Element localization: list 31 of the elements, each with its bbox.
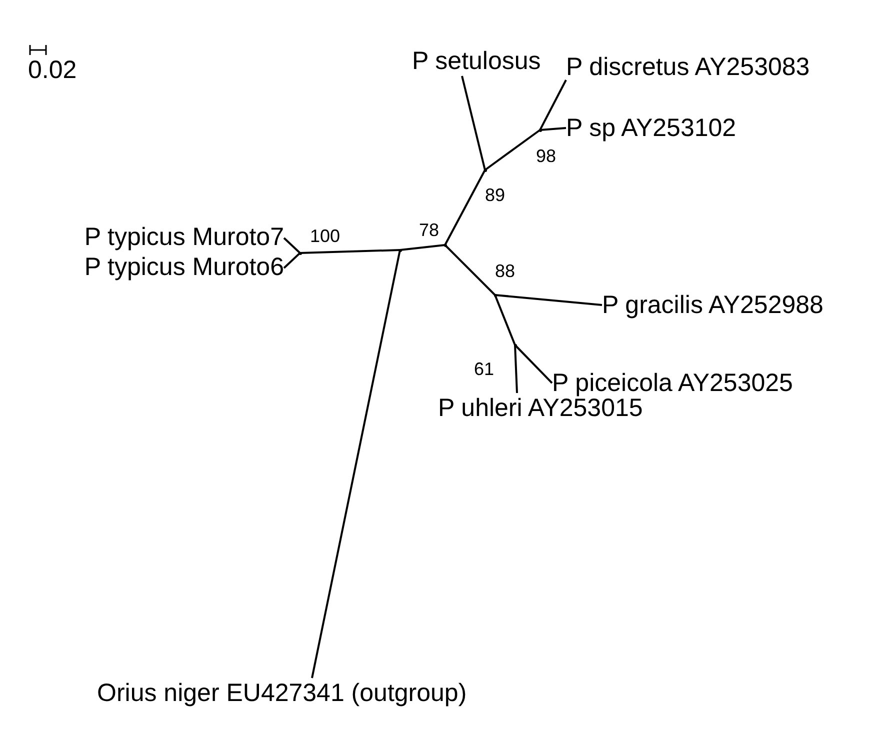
branch-line xyxy=(461,76,486,170)
taxon-label: P setulosus xyxy=(412,46,541,76)
branch-line xyxy=(539,80,567,130)
branch-line xyxy=(444,170,486,246)
branch-node xyxy=(538,128,542,132)
bootstrap-value: 89 xyxy=(484,185,506,205)
taxon-label: P typicus Muroto7 xyxy=(84,222,284,252)
bootstrap-value: 88 xyxy=(494,261,516,281)
branch-line xyxy=(400,244,446,251)
branch-line xyxy=(300,249,400,254)
taxon-label: P typicus Muroto6 xyxy=(84,252,284,282)
branch-line xyxy=(283,252,301,269)
branch-line xyxy=(283,237,301,254)
bootstrap-value: 61 xyxy=(474,359,494,379)
branch-line xyxy=(494,294,516,346)
branch-line xyxy=(540,127,566,131)
scale-label: 0.02 xyxy=(28,56,77,84)
taxon-label: P gracilis AY252988 xyxy=(602,290,824,320)
branch-line xyxy=(514,344,553,384)
taxon-label: P piceicola AY253025 xyxy=(552,368,793,398)
bootstrap-value: 78 xyxy=(418,220,440,240)
branch-line xyxy=(444,244,496,296)
branch-line xyxy=(514,344,518,394)
taxon-label: P discretus AY253083 xyxy=(566,52,810,82)
bootstrap-value: 98 xyxy=(536,146,556,166)
taxon-label: Orius niger EU427341 (outgroup) xyxy=(97,678,467,708)
taxon-label: P sp AY253102 xyxy=(566,113,736,143)
branch-line xyxy=(494,294,602,306)
branch-line xyxy=(484,129,541,171)
bootstrap-value: 100 xyxy=(310,226,340,246)
branch-line xyxy=(311,250,401,678)
